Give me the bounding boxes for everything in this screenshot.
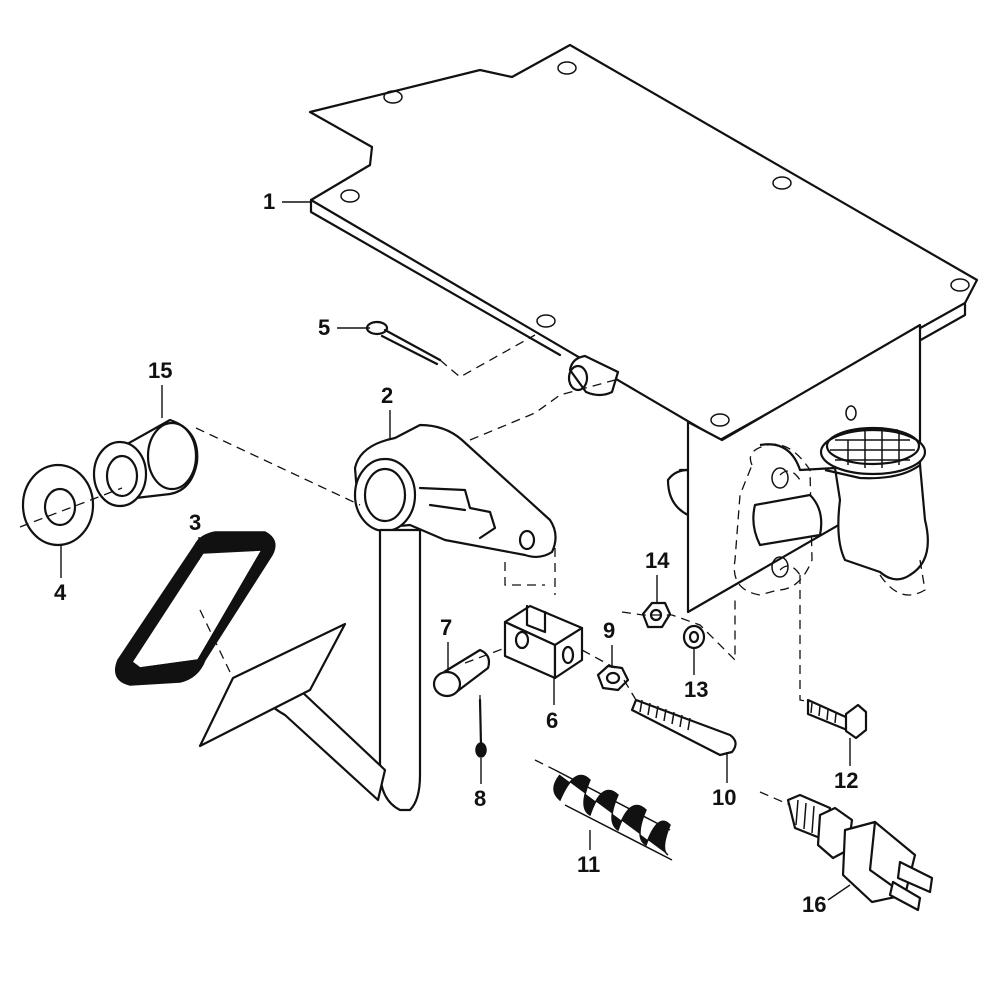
callout-7: 7 [440,615,452,640]
split-pin-5 [365,320,442,366]
stop-light-switch [786,793,934,912]
pedal-arm [260,423,557,812]
callout-12: 12 [834,768,858,793]
callout-4: 4 [54,580,67,605]
clevis-pin [432,648,491,698]
washer-13 [682,624,706,650]
callout-6: 6 [546,708,558,733]
callout-11: 11 [577,852,600,877]
callout-3: 3 [189,510,201,535]
pedal-pad-plate [198,622,347,748]
callout-14: 14 [645,548,670,573]
callout-2: 2 [381,383,393,408]
callout-15: 15 [148,358,172,383]
callout-9: 9 [603,618,615,643]
nut-9 [596,664,630,692]
callout-5: 5 [318,315,330,340]
pedal-rubber [115,531,276,686]
cotter-pin-8 [475,698,487,758]
assembly-lines [19,334,811,806]
mounting-plate [308,43,979,614]
washer [21,463,95,547]
callout-13: 13 [684,677,708,702]
clevis-block [503,604,584,680]
push-rod [630,698,737,757]
spring [553,769,673,861]
callouts: 1 2 3 4 5 6 7 8 9 10 11 12 13 14 15 16 [54,189,858,917]
callout-8: 8 [474,786,486,811]
callout-10: 10 [712,785,736,810]
bushing [92,418,199,508]
callout-16: 16 [802,892,826,917]
bolt-12 [806,698,868,740]
callout-1: 1 [263,189,275,214]
